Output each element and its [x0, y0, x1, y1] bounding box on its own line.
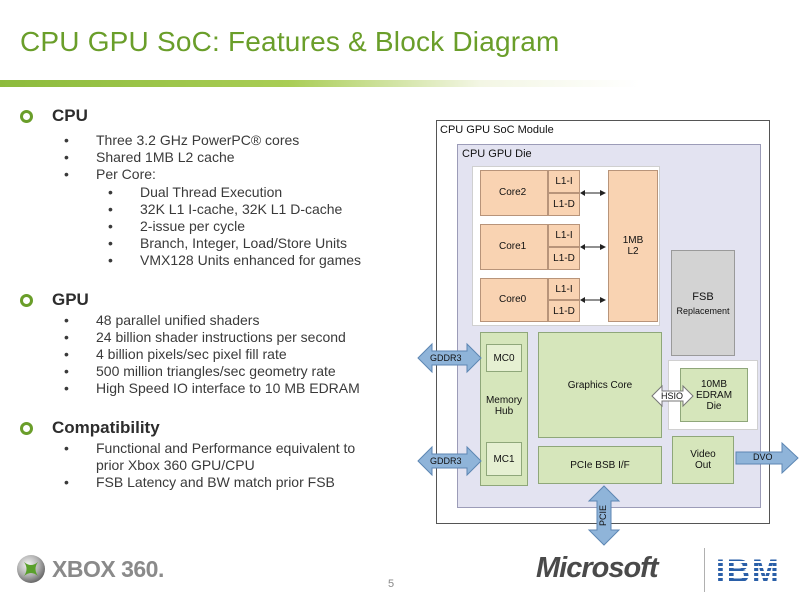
- dvo-label: DVO: [753, 452, 773, 462]
- mc0-block: MC0: [486, 344, 522, 372]
- gddr3-bottom-arrow: [417, 445, 482, 477]
- section-heading-cpu: CPU: [52, 106, 88, 125]
- video-out-block: Video Out: [672, 436, 734, 484]
- core1-block: [480, 224, 548, 270]
- core0-l1i: L1-I: [548, 278, 580, 300]
- core1-label: Core1: [499, 241, 527, 252]
- microsoft-logo: Microsoft: [536, 552, 658, 584]
- list-item: •Dual Thread Execution: [108, 184, 283, 200]
- page-number: 5: [388, 578, 395, 590]
- core2-label: Core2: [499, 187, 527, 198]
- list-item: prior Xbox 360 GPU/CPU: [96, 457, 255, 473]
- list-item: •32K L1 I-cache, 32K L1 D-cache: [108, 201, 343, 217]
- slide-title: CPU GPU SoC: Features & Block Diagram: [20, 26, 560, 57]
- section-heading-gpu: GPU: [52, 290, 89, 309]
- core0-l1d: L1-D: [548, 300, 580, 322]
- core2-l1i: L1-I: [548, 170, 580, 193]
- core0-block: [480, 278, 548, 322]
- die-label: CPU GPU Die: [462, 148, 532, 160]
- l2-cache-block: 1MB L2: [608, 170, 658, 322]
- list-item: •High Speed IO interface to 10 MB EDRAM: [64, 380, 360, 396]
- list-item: •Per Core:: [64, 166, 156, 182]
- core2-l1d: L1-D: [548, 193, 580, 216]
- xbox-orb-icon: [17, 555, 45, 583]
- core1-l1d: L1-D: [548, 247, 580, 270]
- gddr3-top-label: GDDR3: [430, 353, 462, 363]
- list-item: •500 million triangles/sec geometry rate: [64, 363, 336, 379]
- list-item: •48 parallel unified shaders: [64, 312, 260, 328]
- list-item: •Branch, Integer, Load/Store Units: [108, 235, 348, 251]
- ibm-logo: IBM: [716, 553, 781, 589]
- memory-hub-label: Memory Hub: [485, 395, 523, 417]
- soc-module-label: CPU GPU SoC Module: [440, 124, 554, 136]
- list-item: •Three 3.2 GHz PowerPC® cores: [64, 132, 300, 148]
- core-l2-arrows: [584, 190, 606, 303]
- list-item: •Shared 1MB L2 cache: [64, 149, 235, 165]
- core2-block: [480, 170, 548, 216]
- list-item: •Functional and Performance equivalent t…: [64, 440, 356, 456]
- dvo-arrow: [735, 441, 799, 475]
- list-item: •2-issue per cycle: [108, 218, 246, 234]
- list-item: •24 billion shader instructions per seco…: [64, 329, 346, 345]
- list-item: •4 billion pixels/sec pixel fill rate: [64, 346, 287, 362]
- title-underline-bar: [0, 80, 640, 87]
- pcie-arrow: [587, 485, 621, 546]
- hsio-label: HSIO: [661, 391, 684, 401]
- gddr3-top-arrow: [417, 342, 482, 374]
- core1-l1i: L1-I: [548, 224, 580, 247]
- section-heading-compatibility: Compatibility: [52, 418, 160, 437]
- section-bullet-icon: [20, 294, 33, 307]
- list-item: •VMX128 Units enhanced for games: [108, 252, 362, 268]
- pcie-bsb-block: PCIe BSB I/F: [538, 446, 662, 484]
- list-item: •FSB Latency and BW match prior FSB: [64, 474, 335, 490]
- section-bullet-icon: [20, 110, 33, 123]
- mc1-block: MC1: [486, 442, 522, 476]
- core0-label: Core0: [499, 294, 527, 305]
- section-bullet-icon: [20, 422, 33, 435]
- hsio-arrow: [651, 384, 694, 408]
- gddr3-bottom-label: GDDR3: [430, 456, 462, 466]
- pcie-label: PCIE: [598, 504, 608, 526]
- fsb-replacement-block: FSB Replacement: [671, 250, 735, 356]
- xbox-logo-text: XBOX 360.: [52, 556, 164, 582]
- graphics-core-block: Graphics Core: [538, 332, 662, 438]
- logo-divider: [704, 548, 705, 592]
